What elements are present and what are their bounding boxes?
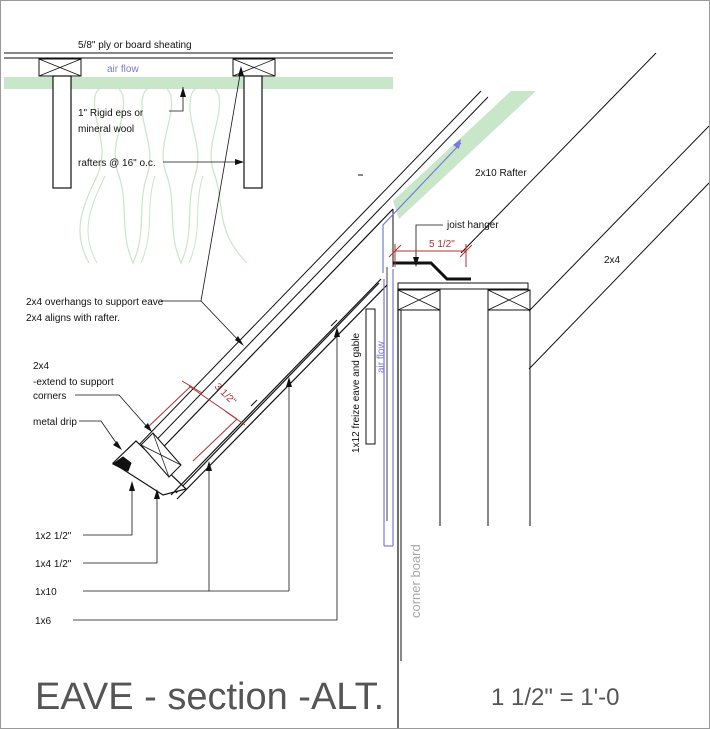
label-overhang-1: 2x4 overhangs to support eave xyxy=(26,297,164,308)
label-dim-5-half: 5 1/2" xyxy=(429,239,455,250)
label-joist-hanger: joist hanger xyxy=(446,220,499,231)
label-corner-2x4-1: 2x4 xyxy=(33,361,50,372)
metal-drip xyxy=(112,456,132,472)
rafter-right xyxy=(243,75,263,189)
roof-detail xyxy=(4,52,393,265)
label-air-flow-top: air flow xyxy=(107,64,139,75)
label-corner-2x4-2: -extend to support xyxy=(33,377,114,388)
insulation-waves xyxy=(79,84,248,265)
wall-framing xyxy=(365,224,531,728)
label-frieze: 1x12 freize eave and gable xyxy=(351,332,362,453)
label-trim-1x10: 1x10 xyxy=(35,587,57,598)
label-overhang-2: 2x4 aligns with rafter. xyxy=(26,313,120,324)
drawing-title: EAVE - section -ALT. xyxy=(35,676,384,718)
label-corner-board: corner board xyxy=(408,544,423,618)
joist-hanger xyxy=(393,261,471,281)
frieze-board xyxy=(365,308,376,445)
rafter-left xyxy=(52,75,72,189)
label-dim-3-half: 3 1/2" xyxy=(212,381,238,407)
label-metal-drip: metal drip xyxy=(33,417,77,428)
trim-leaders xyxy=(73,327,340,621)
drawing-scale: 1 1/2" = 1'-0 xyxy=(491,684,620,711)
airflow-slope-arrow xyxy=(382,142,462,273)
label-rafters-oc: rafters @ 16" o.c. xyxy=(78,158,156,169)
label-trim-1x6: 1x6 xyxy=(35,616,52,627)
label-air-flow-wall: air flow xyxy=(376,341,387,373)
label-trim-1x2: 1x2 1/2" xyxy=(35,531,72,542)
label-wall-2x4: 2x4 xyxy=(604,255,621,266)
air-channel-band xyxy=(4,77,393,89)
sloped-assembly xyxy=(112,52,709,500)
label-trim-1x4: 1x4 1/2" xyxy=(35,559,72,570)
label-insulation-2: mineral wool xyxy=(78,124,134,135)
label-2x10-rafter: 2x10 Rafter xyxy=(475,168,527,179)
air-channel-slope xyxy=(393,91,536,219)
label-corner-2x4-3: corners xyxy=(33,391,66,402)
label-sheathing: 5/8" ply or board sheating xyxy=(78,40,192,51)
label-insulation-1: 1" Rigid eps or xyxy=(78,108,144,119)
